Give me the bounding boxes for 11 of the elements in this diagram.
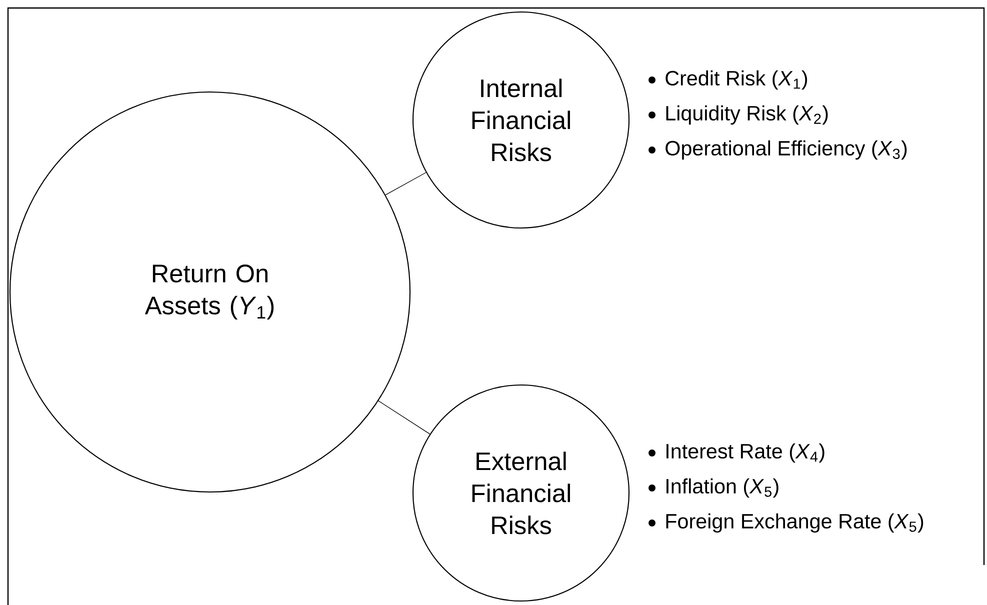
bullet-item: Credit Risk (X$_{1}$) xyxy=(648,70,808,90)
circle-node: Internal Financial Risks xyxy=(412,11,630,229)
bullet-item: Operational Efficiency (X$_{3}$) xyxy=(648,140,907,160)
connector-line xyxy=(378,400,430,434)
bullet-item: Liquidity Risk (X$_{2}$) xyxy=(648,105,828,125)
bullet-item: Interest Rate (X$_{4}$) xyxy=(648,443,824,463)
circle-node: Return On Assets (Y$_{1}$) xyxy=(9,91,411,493)
connector-line xyxy=(385,172,426,196)
bullet-item: Inflation (X$_{5}$) xyxy=(648,478,778,498)
circle-node: External Financial Risks xyxy=(412,384,630,602)
bullet-item: Foreign Exchange Rate (X$_{5}$) xyxy=(648,513,924,533)
